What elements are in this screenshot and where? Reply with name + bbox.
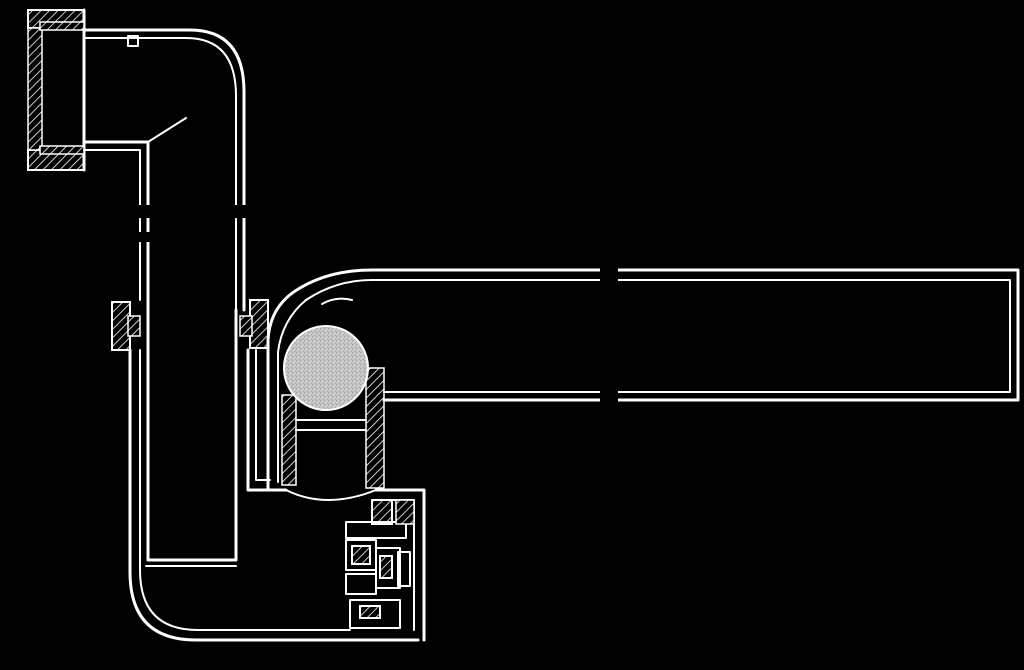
valve-assembly (345, 488, 426, 642)
downpipe (82, 28, 246, 562)
downpipe-break (132, 205, 252, 218)
ball-cage (266, 286, 392, 501)
slip-nut (111, 299, 269, 351)
outlet-pipe (298, 268, 1020, 402)
downpipe-break-inner (136, 232, 152, 242)
float-ball (283, 325, 369, 411)
pipe-break (600, 262, 618, 408)
trap-bowl (128, 348, 420, 642)
inlet-nut (27, 8, 86, 172)
